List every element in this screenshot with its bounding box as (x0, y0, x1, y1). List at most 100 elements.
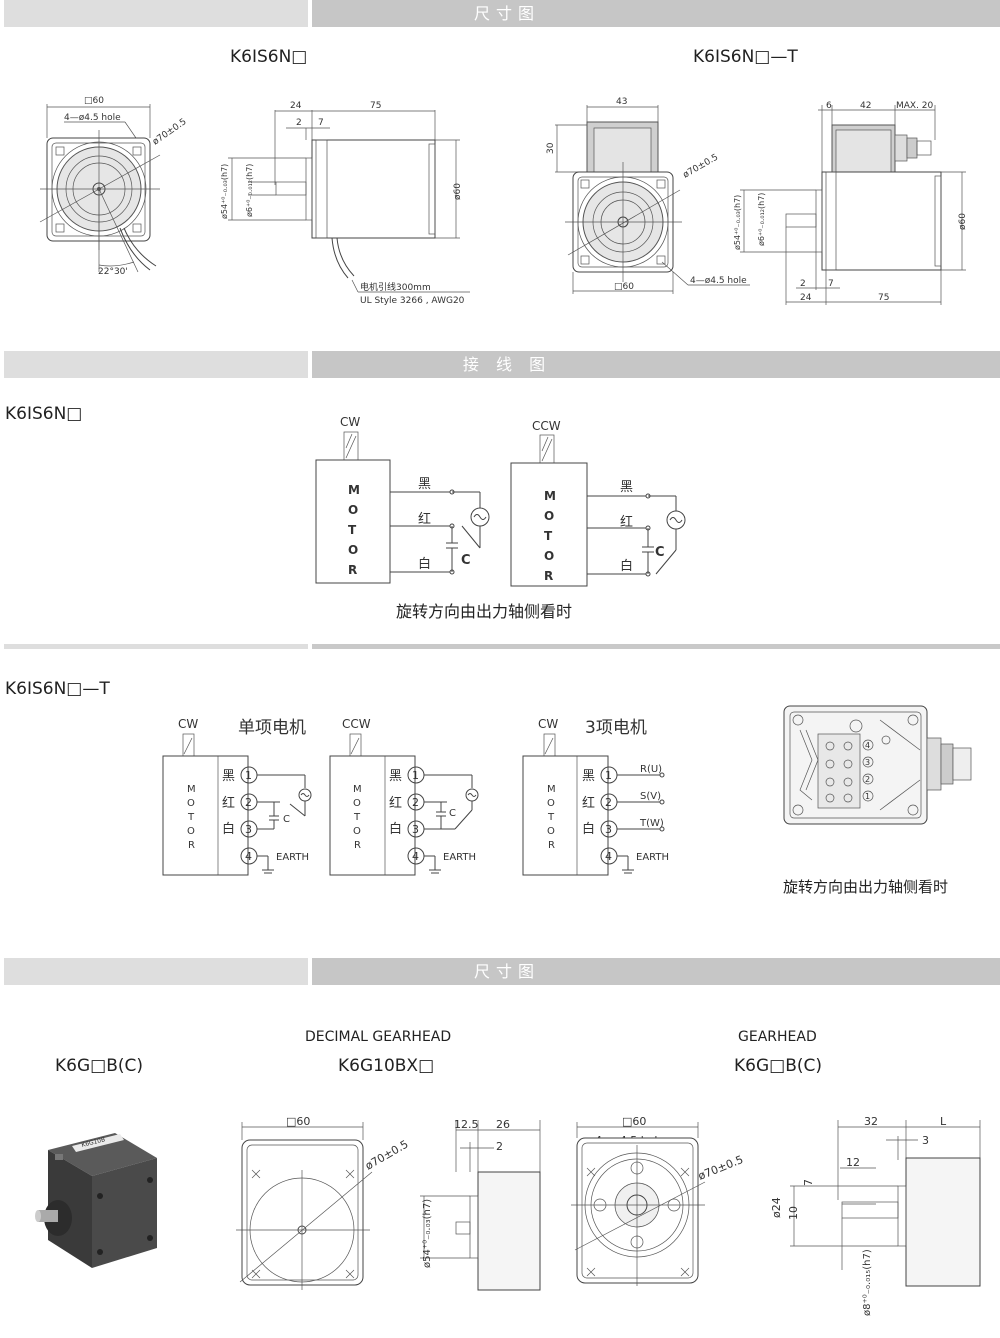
gearhead-model: K6G□B(C) (734, 1056, 822, 1076)
motor-letter: O (348, 543, 358, 557)
decimal-model: K6G10BX□ (338, 1056, 435, 1076)
terminal-number: 1 (865, 792, 870, 801)
motor-letter: O (544, 549, 554, 563)
gear-dim-phi24: ø24 (770, 1197, 783, 1218)
phase-t: T(W) (639, 818, 664, 829)
wire-red-b: 红 (222, 795, 235, 811)
section-divider (4, 644, 1000, 649)
dimension-header: 尺寸图 (4, 0, 1000, 27)
motor-letter: R (548, 840, 555, 851)
label-cw-b: CW (178, 717, 198, 731)
dim-sq60-a: □60 (84, 96, 104, 106)
terminal-number: 2 (412, 796, 419, 809)
dim-hole-b: 4—ø4.5 hole (690, 276, 747, 286)
earth-label: EARTH (276, 852, 309, 863)
gear-dimension-title: 尺寸图 (473, 962, 540, 981)
gear-dim-pcd-a: ø70±0.5 (363, 1138, 411, 1173)
wiring-title: 接 线 图 (462, 355, 552, 374)
gear-dim-10: 10 (787, 1206, 800, 1220)
dimension-title: 尺寸图 (473, 4, 540, 23)
label-ccw-a: CCW (532, 419, 561, 433)
motor-letter: T (544, 529, 553, 543)
dim-2-a: 2 (296, 118, 302, 128)
gear-dim-l: L (940, 1115, 947, 1128)
gear-dim-7: 7 (802, 1179, 815, 1186)
gearhead-side-view: 32 L 3 12 7 ø24 10 ø8⁺⁰₋₀.₀₁₅(h7) (770, 1115, 981, 1316)
motor-letter: M (187, 784, 196, 795)
gear-dim-3: 3 (922, 1134, 929, 1147)
gear-dim-12: 12 (846, 1156, 860, 1169)
capacitor-label-a: C (461, 553, 471, 568)
gear-dim-phi8: ø8⁺⁰₋₀.₀₁₅(h7) (862, 1249, 873, 1316)
motor-letter: M (544, 489, 556, 503)
lead-wire-length: 电机引线300mm (360, 281, 431, 293)
motor-side-view-a: 24 75 2 7 ø54⁺⁰₋₀.₀₃(h7) ø6⁺⁰₋₀.₀₁₂(h7) … (220, 101, 470, 293)
terminal-number: 2 (865, 775, 870, 784)
lead-wire-style: UL Style 3266 , AWG20 (360, 296, 465, 306)
motor-front-view-a: □60 4—ø4.5 hole ø70±0.5 22°30' (39, 96, 189, 277)
wire-white-3: 白 (582, 821, 595, 837)
motor-letter: R (348, 563, 357, 577)
motor-letter: M (353, 784, 362, 795)
earth-label: EARTH (636, 852, 669, 863)
dim-max20: MAX. 20 (896, 101, 934, 111)
dim-43: 43 (616, 97, 627, 107)
motor-side-view-b: 6 42 MAX. 20 ø54⁺⁰₋₀.₀₃(h7) ø6⁺⁰₋₀.₀₁₂(h… (733, 101, 968, 305)
wiring-ccw-a: CCW M O T O R 黑 红 白 C (510, 419, 686, 587)
model-label-a: K6IS6N□ (230, 47, 308, 67)
label-cw-3phase: CW (538, 717, 558, 731)
model-label-b: K6IS6N□—T (693, 47, 798, 67)
wire-white-a2: 白 (620, 558, 633, 574)
dim-angle-a: 22°30' (98, 267, 128, 277)
label-ccw-b: CCW (342, 717, 371, 731)
motor-letter: T (348, 523, 357, 537)
dim-hole-a: 4—ø4.5 hole (64, 113, 121, 123)
nameplate (72, 1134, 124, 1152)
gear-dimension-header: 尺寸图 (4, 958, 1000, 985)
dimension-drawing-a: □60 4—ø4.5 hole ø70±0.5 22°30' 24 75 (39, 96, 968, 306)
terminal-number: 3 (605, 823, 612, 836)
gear-dim-32: 32 (864, 1115, 878, 1128)
terminal-number: 4 (865, 741, 870, 750)
gear-dim-phi54: ø54⁺⁰₋₀.₀₃(h7) (422, 1199, 433, 1268)
terminal-number: 1 (605, 769, 612, 782)
motor-letter: T (187, 812, 195, 823)
wiring-model-a: K6IS6N□ (5, 404, 83, 424)
terminal-number: 1 (412, 769, 419, 782)
motor-letter: T (547, 812, 555, 823)
decimal-gearhead-front-view: □60 4—ø4.5 hole ø70±0.5 (236, 1115, 411, 1290)
motor-letter: O (187, 826, 195, 837)
dim-42: 42 (860, 101, 871, 111)
wiring-header: 接 线 图 (4, 351, 1000, 378)
gearhead-label: GEARHEAD (738, 1029, 817, 1045)
wire-white-b: 白 (222, 821, 235, 837)
dim-phi6-b: ø6⁺⁰₋₀.₀₁₂(h7) (757, 193, 766, 246)
terminal-number: 3 (412, 823, 419, 836)
wire-white-b2: 白 (389, 821, 402, 837)
gearhead-dimension-drawings: □60 4—ø4.5 hole ø70±0.5 12.5 26 2 ø54⁺⁰₋… (236, 1115, 981, 1316)
dim-75-b: 75 (878, 293, 889, 303)
gear-dim-pcd-b: ø70±0.5 (696, 1153, 745, 1183)
terminal-number: 2 (605, 796, 612, 809)
motor-letter: O (547, 826, 555, 837)
terminal-number: 4 (412, 850, 419, 863)
dim-24-a: 24 (290, 101, 302, 111)
wire-black-b2: 黑 (389, 769, 402, 784)
terminal-number: 3 (245, 823, 252, 836)
wire-red-b2: 红 (389, 795, 402, 811)
dim-phi6-a: ø6⁺⁰₋₀.₀₁₂(h7) (245, 164, 254, 217)
motor-letter: R (354, 840, 361, 851)
motor-letter: O (353, 798, 361, 809)
dim-pcd-b: ø70±0.5 (682, 153, 721, 181)
wire-black-a2: 黑 (620, 480, 633, 495)
motor-letter: M (348, 483, 360, 497)
phase-r: R(U) (640, 764, 662, 775)
dim-phi54-a: ø54⁺⁰₋₀.₀₃(h7) (220, 164, 229, 219)
earth-label: EARTH (443, 852, 476, 863)
motor-letter: T (353, 812, 361, 823)
dim-30: 30 (546, 142, 556, 154)
dim-phi60-b: ø60 (958, 213, 968, 230)
